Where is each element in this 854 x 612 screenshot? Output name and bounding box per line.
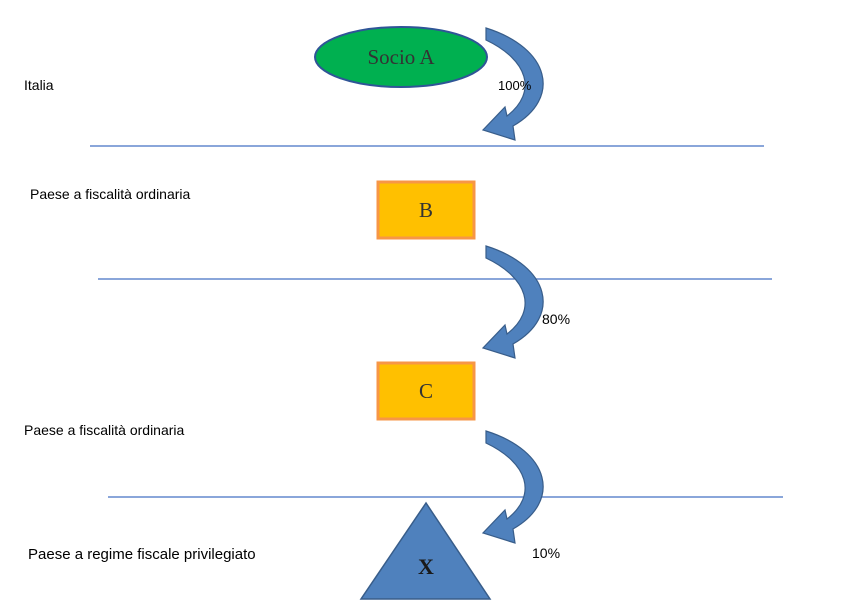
company-x-label: X bbox=[418, 554, 434, 579]
company-c-label: C bbox=[419, 379, 433, 403]
company-b-label: B bbox=[419, 198, 433, 222]
curved-arrow-b-to-c bbox=[481, 245, 544, 359]
curved-arrow-a-to-b bbox=[481, 27, 544, 141]
share-label-a-to-b: 100% bbox=[498, 78, 532, 93]
zone-label-italia: Italia bbox=[24, 77, 54, 93]
socio-a-label: Socio A bbox=[367, 45, 435, 69]
company-c-box bbox=[376, 361, 476, 421]
company-b-box bbox=[376, 180, 476, 240]
curved-arrow-c-to-x bbox=[481, 430, 544, 544]
share-label-b-to-c: 80% bbox=[542, 311, 571, 327]
zone-label-ordinaria-2: Paese a fiscalità ordinaria bbox=[24, 422, 185, 438]
socio-a-ellipse bbox=[314, 26, 488, 88]
company-x-triangle bbox=[359, 501, 492, 600]
share-label-c-to-x: 10% bbox=[532, 545, 561, 561]
zone-label-ordinaria-1: Paese a fiscalità ordinaria bbox=[30, 186, 191, 202]
zone-label-privilegiato: Paese a regime fiscale privilegiato bbox=[28, 546, 256, 563]
